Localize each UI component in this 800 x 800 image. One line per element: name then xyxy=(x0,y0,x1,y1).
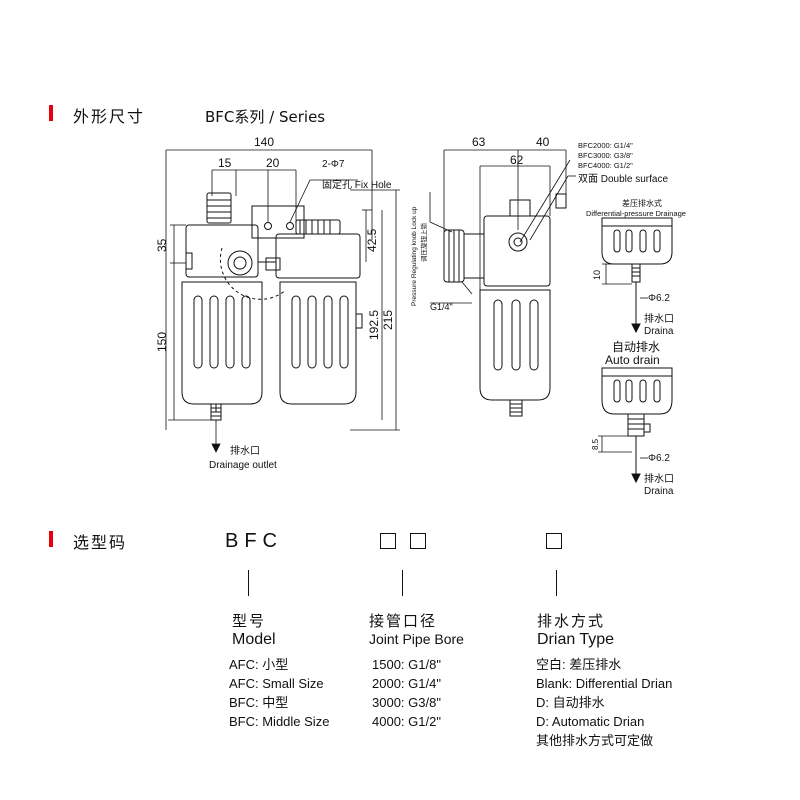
auto-drain-en: Auto drain xyxy=(605,353,660,367)
model-code-prefix: BFC xyxy=(225,530,283,552)
drain-zh-1: 排水口 xyxy=(644,312,674,325)
bfc2000-label: BFC2000: G1/4" xyxy=(578,141,633,150)
model-heading-en: Model xyxy=(232,631,276,648)
dimension-drawing: 140 15 20 2-Φ7 固定孔 Fix Hole 35 150 42.5 … xyxy=(155,135,686,497)
bore-option-4: 4000: G1/2" xyxy=(372,714,441,729)
dim-10: 10 xyxy=(592,270,602,280)
drain-option-2: Blank: Differential Drian xyxy=(536,676,673,691)
diff-drain-en: Differential-pressure Drainage xyxy=(586,209,686,218)
section-title-ordering: 选型码 xyxy=(73,533,128,552)
dim-42-5: 42.5 xyxy=(365,228,379,252)
bore-option-3: 3000: G3/8" xyxy=(372,695,441,710)
side-view xyxy=(443,193,567,417)
dim-40: 40 xyxy=(536,135,550,149)
connector-line-model xyxy=(248,570,249,596)
drain-heading-en: Drian Type xyxy=(537,631,615,648)
bore-option-1: 1500: G1/8" xyxy=(372,657,441,672)
outlet-zh: 排水口 xyxy=(230,444,260,457)
outlet-en: Drainage outlet xyxy=(209,460,277,471)
model-option-1: AFC: 小型 xyxy=(229,657,289,672)
auto-drain-zh: 自动排水 xyxy=(612,340,660,354)
dim-215: 215 xyxy=(381,310,395,330)
bfc3000-label: BFC3000: G3/8" xyxy=(578,151,633,160)
dim-20: 20 xyxy=(266,156,280,170)
dim-63: 63 xyxy=(472,135,486,149)
model-option-2: AFC: Small Size xyxy=(229,676,324,691)
drain-option-4: D: Automatic Drian xyxy=(536,714,645,729)
model-option-3: BFC: 中型 xyxy=(229,695,289,710)
drain-option-5: 其他排水方式可定做 xyxy=(536,733,654,748)
series-label: BFC系列 / Series xyxy=(205,108,326,126)
fix-hole-label: 固定孔 Fix Hole xyxy=(322,178,392,191)
regulator-unit xyxy=(181,192,263,421)
drain-zh-2: 排水口 xyxy=(644,472,674,485)
diff-drain-zh: 差压排水式 xyxy=(622,198,662,208)
auto-drain-detail xyxy=(601,367,673,484)
drain-code-box xyxy=(546,533,562,549)
differential-drain-detail xyxy=(601,217,673,334)
section-accent-bar-2 xyxy=(49,531,53,547)
dim-8-5: 8.5 xyxy=(591,438,600,450)
dim-35: 35 xyxy=(155,238,169,252)
drain-en-1: Draina xyxy=(644,326,674,337)
drain-heading-zh: 排水方式 xyxy=(537,612,606,630)
section-accent-bar xyxy=(49,105,53,121)
connector-line-drain xyxy=(556,570,557,596)
g14-label: G1/4" xyxy=(430,302,453,312)
phi-6-2-a: Φ6.2 xyxy=(648,293,670,304)
bore-option-2: 2000: G1/4" xyxy=(372,676,441,691)
drain-option-1: 空白: 差压排水 xyxy=(536,657,622,672)
dim-hole: 2-Φ7 xyxy=(322,159,345,170)
knob-lock-label: Pressure Regulating knob Lock up xyxy=(411,206,418,306)
bore-heading-zh: 接管口径 xyxy=(369,612,438,630)
bore-code-box-1 xyxy=(380,533,396,549)
knob-lock-zh: 调压旋钮上锁 xyxy=(419,223,428,263)
double-surface-label: 双面 Double surface xyxy=(578,173,668,185)
dim-15: 15 xyxy=(218,156,232,170)
dim-150: 150 xyxy=(155,332,169,352)
dim-192-5: 192.5 xyxy=(367,310,381,340)
dim-140: 140 xyxy=(254,135,274,149)
section-title-dimensions: 外形尺寸 xyxy=(73,107,146,126)
bore-heading-en: Joint Pipe Bore xyxy=(369,631,464,647)
connector-line-bore xyxy=(402,570,403,596)
drain-option-3: D: 自动排水 xyxy=(536,695,605,710)
bore-code-box-2 xyxy=(410,533,426,549)
filter-unit xyxy=(275,219,363,405)
model-heading-zh: 型号 xyxy=(232,612,267,630)
phi-6-2-b: Φ6.2 xyxy=(648,453,670,464)
model-option-4: BFC: Middle Size xyxy=(229,714,330,729)
dim-62: 62 xyxy=(510,153,524,167)
drain-en-2: Draina xyxy=(644,486,674,497)
bfc4000-label: BFC4000: G1/2" xyxy=(578,161,633,170)
